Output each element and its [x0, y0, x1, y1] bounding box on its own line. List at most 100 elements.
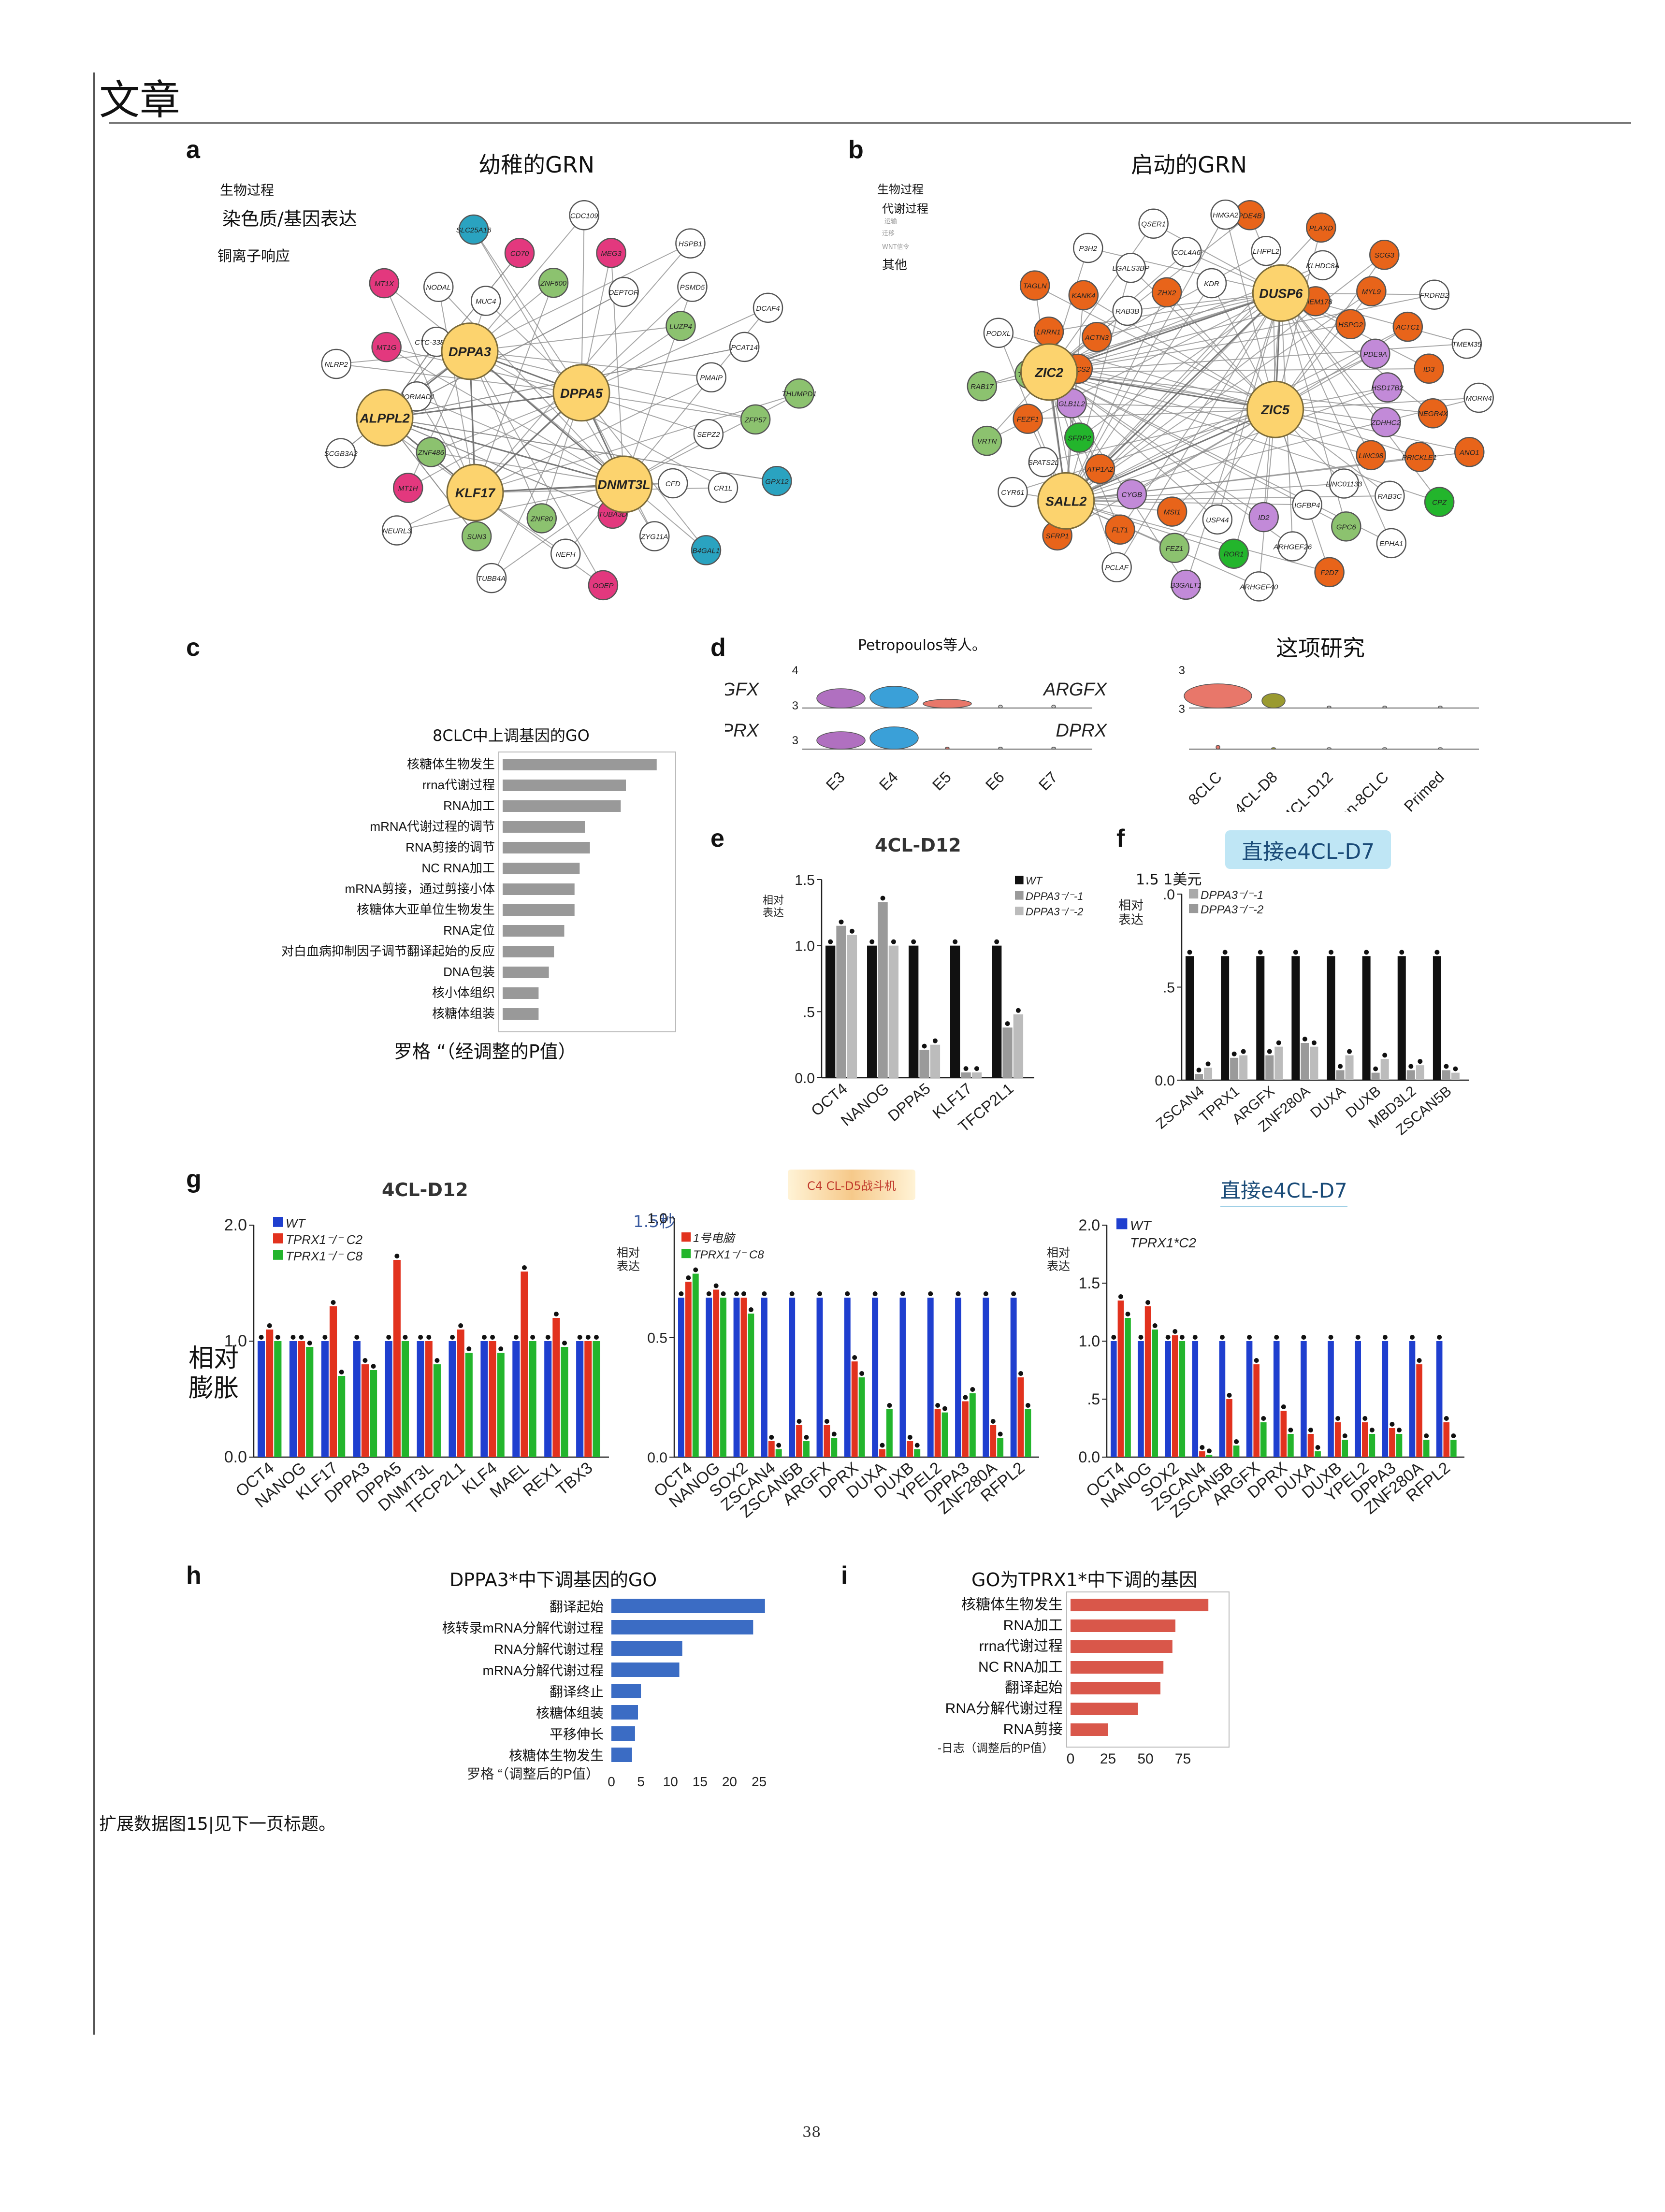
panel-g3-bar [1246, 1341, 1253, 1457]
panel-b-node [1116, 479, 1147, 509]
panel-b-node-label: MYL9 [1362, 288, 1381, 296]
panel-c-category-label: 对白血病抑制因子调节翻译起始的反应 [281, 944, 495, 958]
panel-b-node [1314, 557, 1345, 588]
panel-e-bar [1013, 1014, 1024, 1078]
panel-a-hub-label: KLF17 [455, 486, 496, 500]
panel-d-x-label: E5 [929, 768, 955, 794]
page-header-rule [109, 122, 1631, 124]
panel-b-node-label: FLT1 [1112, 526, 1128, 535]
panel-g1-data-point [530, 1335, 536, 1340]
panel-g2-bar [907, 1441, 913, 1457]
panel-a-node-label: SEPZ2 [697, 431, 720, 439]
panel-b-node-label: RAB3C [1377, 492, 1402, 501]
panel-a-node-label: CDC109 [570, 212, 598, 220]
panel-g3-data-point [1308, 1428, 1313, 1432]
panel-f-data-point [1311, 1040, 1317, 1045]
panel-a-node-label: MEG3 [601, 249, 622, 258]
panel-g1-data-point [394, 1254, 400, 1258]
panel-g3-legend-label: WT [1130, 1218, 1152, 1233]
panel-f-bar [1274, 1046, 1283, 1080]
panel-a-node-label: OOEP [593, 582, 613, 590]
panel-b-edge [1280, 292, 1372, 456]
panel-h-bar [611, 1705, 638, 1720]
panel-b-node-label: PRICKLE1 [1402, 454, 1437, 462]
panel-b-node-label: SPATS2L [1028, 459, 1059, 467]
panel-a-hub-edge [384, 417, 624, 485]
panel-b-node-label: PDE9A [1363, 350, 1387, 359]
panel-a-hub [595, 455, 653, 513]
panel-b-node-label: ZDHHC2 [1371, 419, 1401, 427]
panel-b-primed-grn-network: PDE4BLHFPL2KLHL4PLAXDKLHDC8ATMEM178SCG3M… [967, 199, 1494, 602]
panel-g-subtitle-1: 4CL-D12 [382, 1179, 468, 1200]
panel-e-data-point [839, 919, 844, 925]
panel-c-bar [503, 904, 575, 916]
panel-g2-data-point [852, 1355, 857, 1360]
panel-g3-data-point [1138, 1335, 1144, 1340]
panel-a-edge [469, 243, 691, 352]
panel-h-x-tick: 10 [663, 1774, 678, 1789]
panel-g2-data-point [983, 1291, 988, 1296]
panel-g3-data-point [1152, 1323, 1158, 1328]
panel-a-node [416, 437, 447, 467]
panel-letter-g: g [186, 1165, 202, 1193]
panel-h-x-tick: 0 [608, 1774, 615, 1789]
panel-g1-data-point [322, 1335, 328, 1340]
panel-g2-bar [962, 1401, 969, 1457]
panel-b-edge [1066, 353, 1375, 502]
panel-b-node [1218, 538, 1249, 569]
panel-f-data-point [1444, 1064, 1449, 1069]
panel-g1-bar [512, 1341, 520, 1457]
panel-a-node-label: DCAF4 [756, 304, 780, 313]
panel-h-x-tick: 15 [693, 1774, 708, 1789]
panel-g3-y-tick: 1.0 [1079, 1332, 1100, 1350]
panel-f-bar [1345, 1055, 1354, 1080]
panel-g3-data-point [1165, 1335, 1171, 1340]
panel-g3-bar [1280, 1411, 1287, 1457]
panel-b-node-label: FEZ1 [1166, 545, 1184, 553]
panel-g3-bar [1172, 1335, 1178, 1457]
panel-b-node-label: VRTN [977, 437, 997, 446]
panel-f-data-point [1241, 1049, 1246, 1054]
panel-letter-e: e [710, 824, 724, 853]
panel-b-node [1376, 528, 1407, 559]
panel-g1-data-point [418, 1335, 423, 1340]
panel-d-violin [1216, 745, 1220, 750]
panel-b-node-label: ARHGEF40 [1239, 583, 1278, 591]
panel-f-bar [1433, 956, 1441, 1080]
panel-e-data-point [974, 1066, 979, 1071]
panel-g3-bar [1260, 1422, 1267, 1457]
panel-g3-bar [1409, 1341, 1416, 1457]
panel-g1-data-point [458, 1323, 463, 1328]
panel-g3-bar [1382, 1341, 1389, 1457]
panel-b-node [1028, 447, 1059, 477]
panel-g1-data-point [267, 1323, 272, 1328]
panel-a-node-label: PSMD5 [680, 284, 705, 292]
panel-a-node-label: ZFP57 [744, 416, 767, 424]
panel-b-node-label: GLB1L2 [1058, 400, 1086, 408]
page-header: 文章 [99, 76, 181, 124]
panel-g3-bar [1206, 1455, 1213, 1457]
panel-g3-data-point [1328, 1335, 1333, 1340]
panel-g3-bar [1226, 1399, 1232, 1457]
panel-b-edge [1049, 294, 1434, 373]
panel-a-node [762, 466, 792, 496]
panel-g1-y-tick: 1.0 [224, 1332, 247, 1350]
panel-a-hub-label: DPPA5 [560, 386, 603, 401]
panel-b-edge [1077, 368, 1275, 410]
panel-b-node-label: LHFPL2 [1253, 247, 1280, 256]
panel-f-bar [1301, 1043, 1309, 1080]
panel-b-node-label: PCLAF [1105, 564, 1129, 572]
panel-g1-bar [338, 1376, 346, 1457]
panel-g2-data-point [789, 1291, 795, 1296]
panel-b-edge [1275, 409, 1470, 453]
panel-d-x-label: 8CLC [1185, 768, 1225, 808]
panel-d-gene-label: ARGFX [1042, 680, 1108, 700]
panel-b-edge [1258, 409, 1276, 587]
panel-c-category-label: DNA包装 [443, 965, 495, 979]
panel-e-bar [950, 945, 960, 1078]
panel-a-edge [438, 287, 476, 493]
panel-c-category-label: RNA剪接的调节 [405, 840, 495, 854]
panel-c-bar [503, 759, 657, 770]
panel-d-violin [1271, 747, 1276, 750]
